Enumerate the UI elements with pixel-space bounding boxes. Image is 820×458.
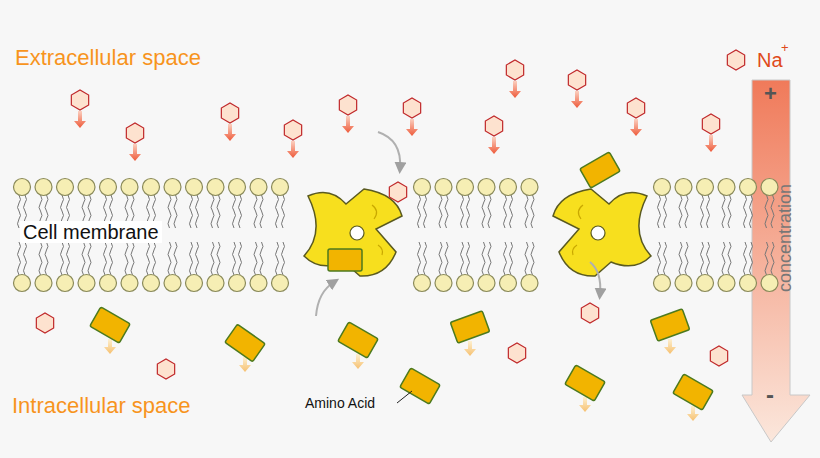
transporter: [553, 189, 651, 276]
region-label: Intracellular space: [12, 394, 191, 418]
gradient-sign: +: [764, 82, 777, 106]
region-label: Extracellular space: [15, 46, 201, 70]
motion-arrow: [378, 132, 400, 168]
concentration-arrow: [742, 80, 810, 442]
part-label: Amino Acid: [305, 396, 375, 411]
ion-label: Na: [757, 49, 783, 71]
motion-arrow: [590, 262, 600, 294]
gradient-sign: -: [766, 382, 774, 408]
lipid-bilayer: [14, 179, 779, 292]
membrane-label: Cell membrane: [20, 221, 162, 243]
transporter: [304, 189, 402, 276]
motion-arrow: [316, 282, 334, 316]
leader-line: [397, 391, 412, 403]
gradient-label: concentration: [776, 184, 796, 292]
ion-charge: +: [781, 41, 789, 55]
